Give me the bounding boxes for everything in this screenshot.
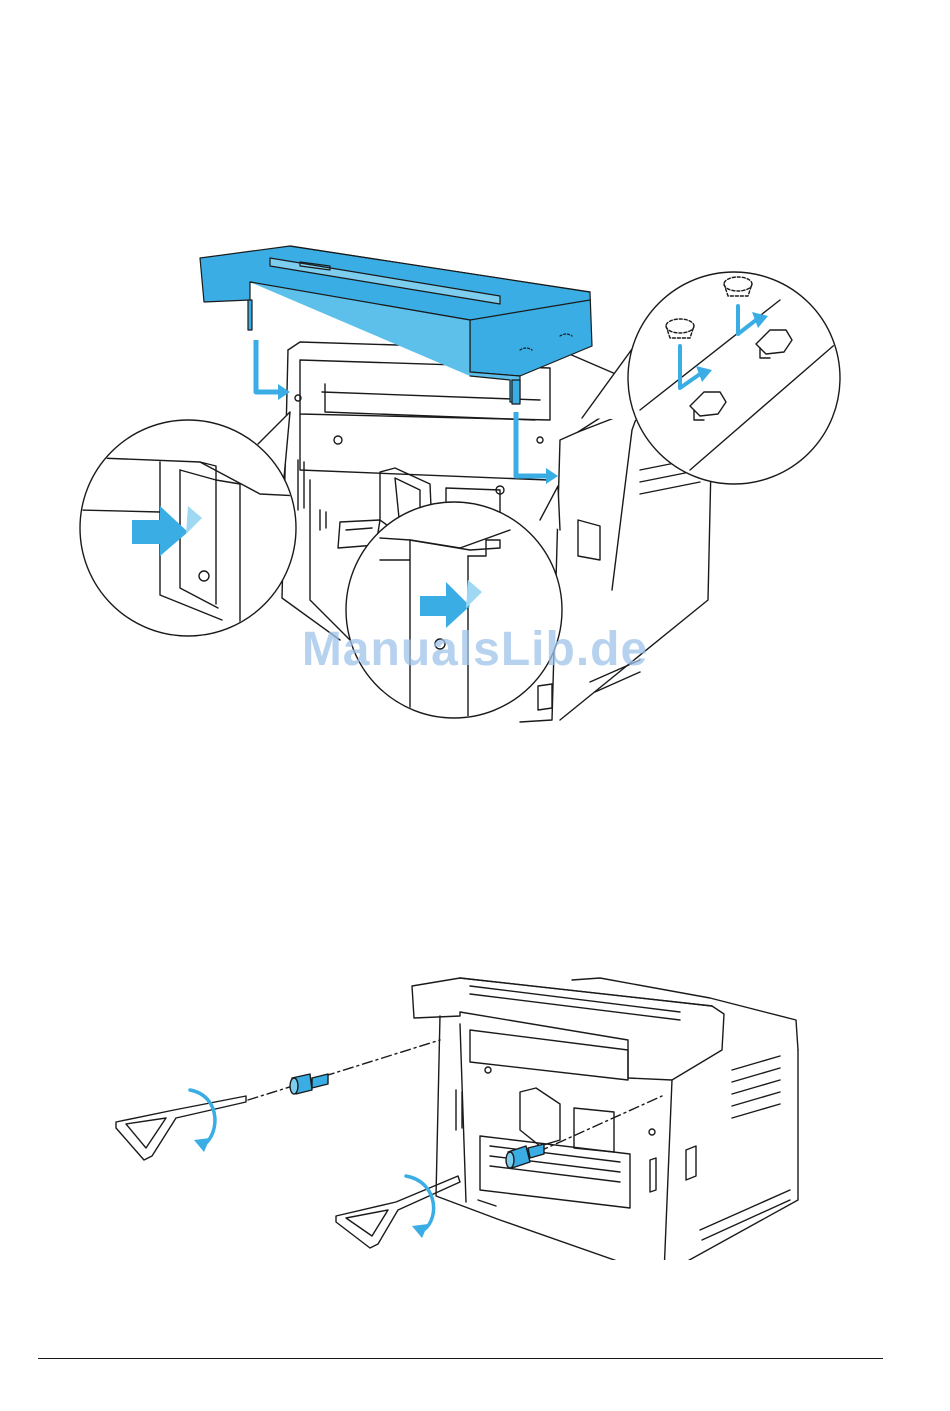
footer-divider — [38, 1358, 883, 1359]
thumbscrew-left — [290, 1074, 328, 1094]
face-up-tray-cover-part — [200, 246, 592, 404]
thumbscrew-right — [506, 1144, 544, 1168]
right-detail-callout — [628, 272, 840, 484]
printer-rear-with-cover — [412, 978, 798, 1260]
hex-wrench-right — [336, 1176, 460, 1248]
center-detail-callout — [346, 502, 562, 720]
rotate-arrow-icon — [190, 1090, 434, 1238]
hex-wrench-left — [116, 1096, 246, 1160]
install-cover-figure — [0, 230, 950, 730]
secure-screws-figure — [0, 960, 950, 1260]
